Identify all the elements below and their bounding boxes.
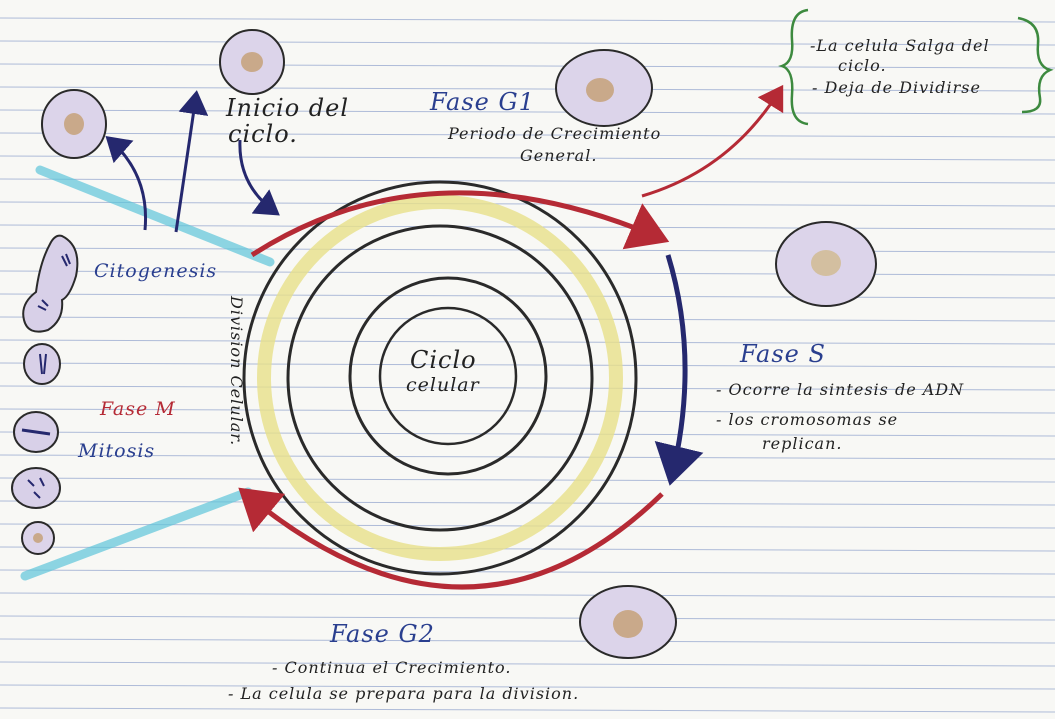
- s-phase-line2: - los cromosomas se: [716, 410, 898, 429]
- s-phase-title: Fase S: [740, 340, 826, 368]
- g1-line1: Periodo de Crecimiento: [448, 124, 661, 143]
- cell-g1: [556, 50, 652, 126]
- ruled-line: [0, 294, 1055, 298]
- center-label-line1: Ciclo: [410, 346, 477, 374]
- curved-arrow-to-cycle: [240, 140, 275, 212]
- cyan-highlight-lower: [25, 492, 248, 576]
- ruled-line: [0, 662, 1055, 666]
- green-brace-right: [1018, 18, 1050, 112]
- g2-line1: - Continua el Crecimiento.: [272, 658, 512, 677]
- ruled-lines: [0, 18, 1055, 712]
- ruled-line: [0, 708, 1055, 712]
- g2-line2: - La celula se prepara para la division.: [228, 684, 579, 703]
- inicio-line2: ciclo.: [228, 120, 298, 148]
- cell-upper-left: [42, 90, 106, 158]
- ruled-line: [0, 64, 1055, 68]
- g1-line2: General.: [520, 146, 597, 165]
- ruled-line: [0, 616, 1055, 620]
- ruled-line: [0, 340, 1055, 344]
- division-celular-label: Division Celular.: [227, 296, 246, 446]
- ruled-line: [0, 547, 1055, 551]
- ruled-line: [0, 455, 1055, 459]
- m-phase-title: Fase M: [100, 398, 176, 420]
- ruled-line: [0, 570, 1055, 574]
- cell-inicio: [220, 30, 284, 94]
- g0-note-line3: - Deja de Dividirse: [812, 78, 981, 97]
- m-phase-subtitle: Mitosis: [78, 440, 155, 462]
- ruled-line: [0, 179, 1055, 183]
- ruled-line: [0, 593, 1055, 597]
- ruled-line: [0, 478, 1055, 482]
- cell-s-phase: [776, 222, 876, 306]
- ruled-line: [0, 639, 1055, 643]
- mitosis-cell-3: [12, 468, 60, 508]
- mitosis-cell-1: [24, 344, 60, 384]
- inicio-line1: Inicio del: [226, 94, 349, 122]
- s-phase-line1: - Ocorre la sintesis de ADN: [716, 380, 964, 399]
- ruled-line: [0, 248, 1055, 252]
- g2-title: Fase G2: [330, 620, 435, 648]
- g0-exit-arrow: [642, 90, 780, 196]
- curved-arrow-to-cell: [110, 140, 146, 230]
- mitosis-cell-4: [22, 522, 54, 554]
- mitosis-cell-2: [14, 412, 58, 452]
- straight-arrow-up: [176, 96, 196, 232]
- cell-g2: [580, 586, 676, 658]
- center-label-line2: celular: [406, 374, 480, 396]
- ruled-line: [0, 363, 1055, 367]
- g0-note-line1: -La celula Salga del: [810, 36, 990, 55]
- g1-title: Fase G1: [430, 88, 535, 116]
- ruled-line: [0, 18, 1055, 22]
- citogenesis-label: Citogenesis: [94, 260, 217, 282]
- s-phase-line3: replican.: [762, 434, 842, 453]
- g0-note-line2: ciclo.: [838, 56, 887, 75]
